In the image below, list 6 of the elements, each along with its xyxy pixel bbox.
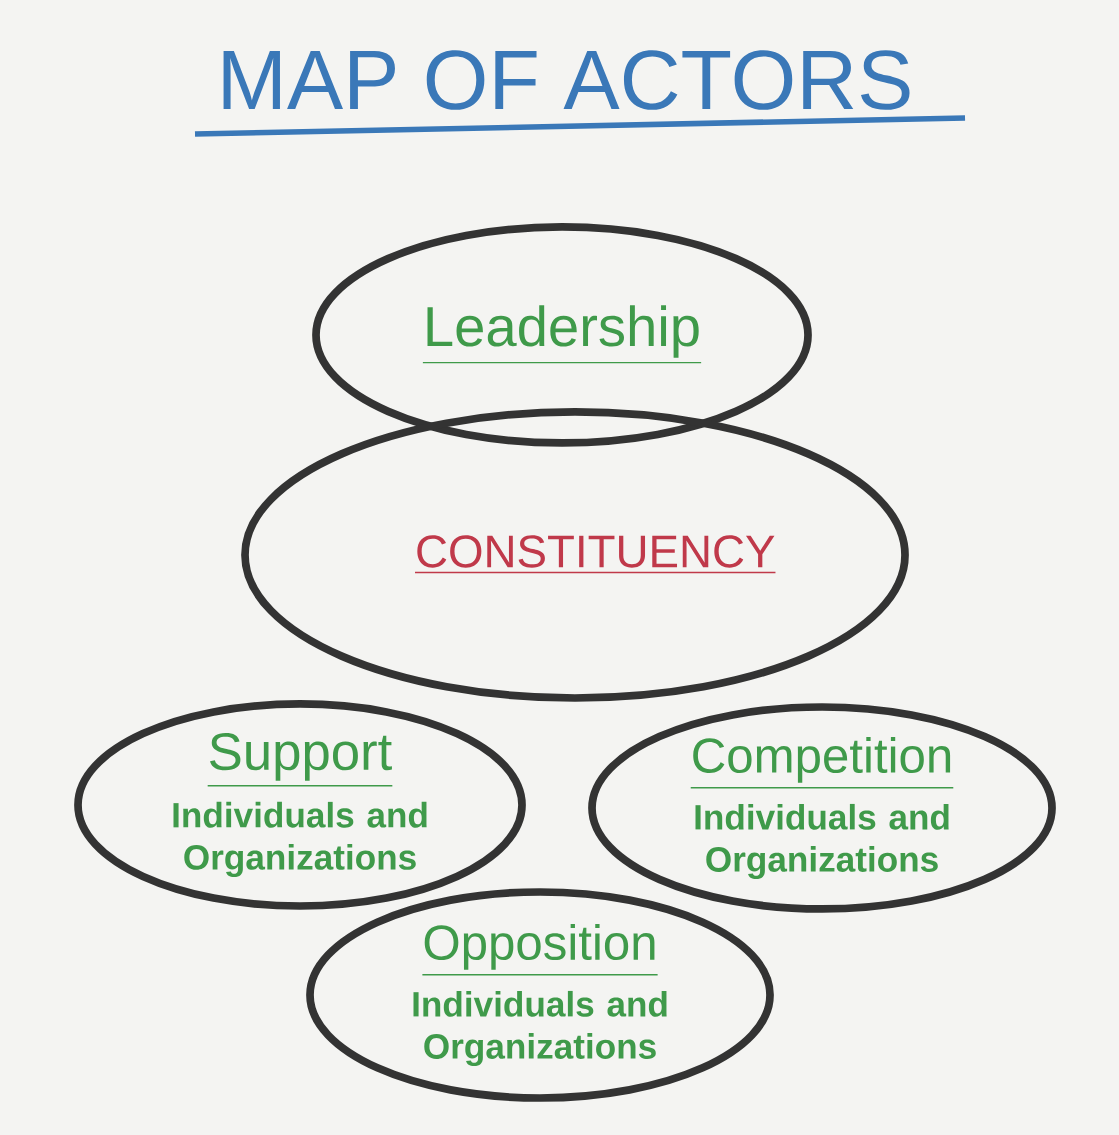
oval: Competition Individuals and Organizations bbox=[588, 703, 1056, 913]
oval: Opposition Individuals and Organizations bbox=[306, 888, 774, 1102]
oval: Leadership bbox=[312, 223, 812, 447]
oval: Support Individuals and Organizations bbox=[74, 700, 526, 910]
oval: CONSTITUENCY bbox=[241, 408, 909, 702]
title: MAP OF ACTORS bbox=[194, 50, 966, 137]
